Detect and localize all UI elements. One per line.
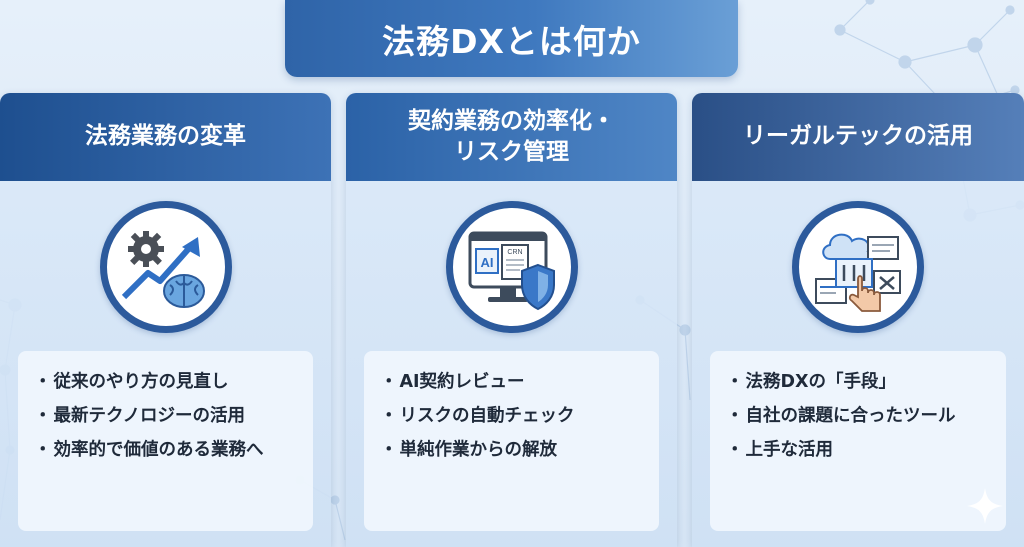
list-item: 自社の課題に合ったツール xyxy=(726,399,1006,433)
card-list: 法務DXの「手段」 自社の課題に合ったツール 上手な活用 xyxy=(710,351,1006,531)
card-heading-line2: リスク管理 xyxy=(454,139,569,165)
ai-contract-shield-icon: AI CRN xyxy=(445,201,578,333)
page-title: 法務DXとは何か xyxy=(285,0,738,77)
card-contract-efficiency: 契約業務の効率化・ リスク管理 AI CRN AI契約レビュー リ xyxy=(346,93,677,547)
cloud-apps-hand-icon xyxy=(792,201,924,333)
list-item: 従来のやり方の見直し xyxy=(34,365,313,399)
card-heading: 契約業務の効率化・ リスク管理 xyxy=(346,93,677,181)
list-item: AI契約レビュー xyxy=(380,365,659,399)
card-list: AI契約レビュー リスクの自動チェック 単純作業からの解放 xyxy=(364,351,659,531)
card-list: 従来のやり方の見直し 最新テクノロジーの活用 効率的で価値のある業務へ xyxy=(18,351,313,531)
gear-arrow-brain-icon xyxy=(99,201,232,333)
card-legaltech: リーガルテックの活用 法務DXの「手段」 自社の xyxy=(692,93,1024,547)
card-legal-transformation: 法務業務の変革 従来のやり方の見直し xyxy=(0,93,331,547)
list-item: 最新テクノロジーの活用 xyxy=(34,399,313,433)
card-heading-line1: 契約業務の効率化・ xyxy=(408,107,615,134)
list-item: 上手な活用 xyxy=(726,433,1006,467)
card-heading: リーガルテックの活用 xyxy=(692,93,1024,181)
sparkle-icon xyxy=(967,488,1003,524)
list-item: リスクの自動チェック xyxy=(380,399,659,433)
list-item: 効率的で価値のある業務へ xyxy=(34,433,313,467)
list-item: 法務DXの「手段」 xyxy=(726,365,1006,399)
doc-label: CRN xyxy=(507,249,522,256)
card-heading: 法務業務の変革 xyxy=(0,93,331,181)
ai-label: AI xyxy=(480,255,493,270)
list-item: 単純作業からの解放 xyxy=(380,433,659,467)
